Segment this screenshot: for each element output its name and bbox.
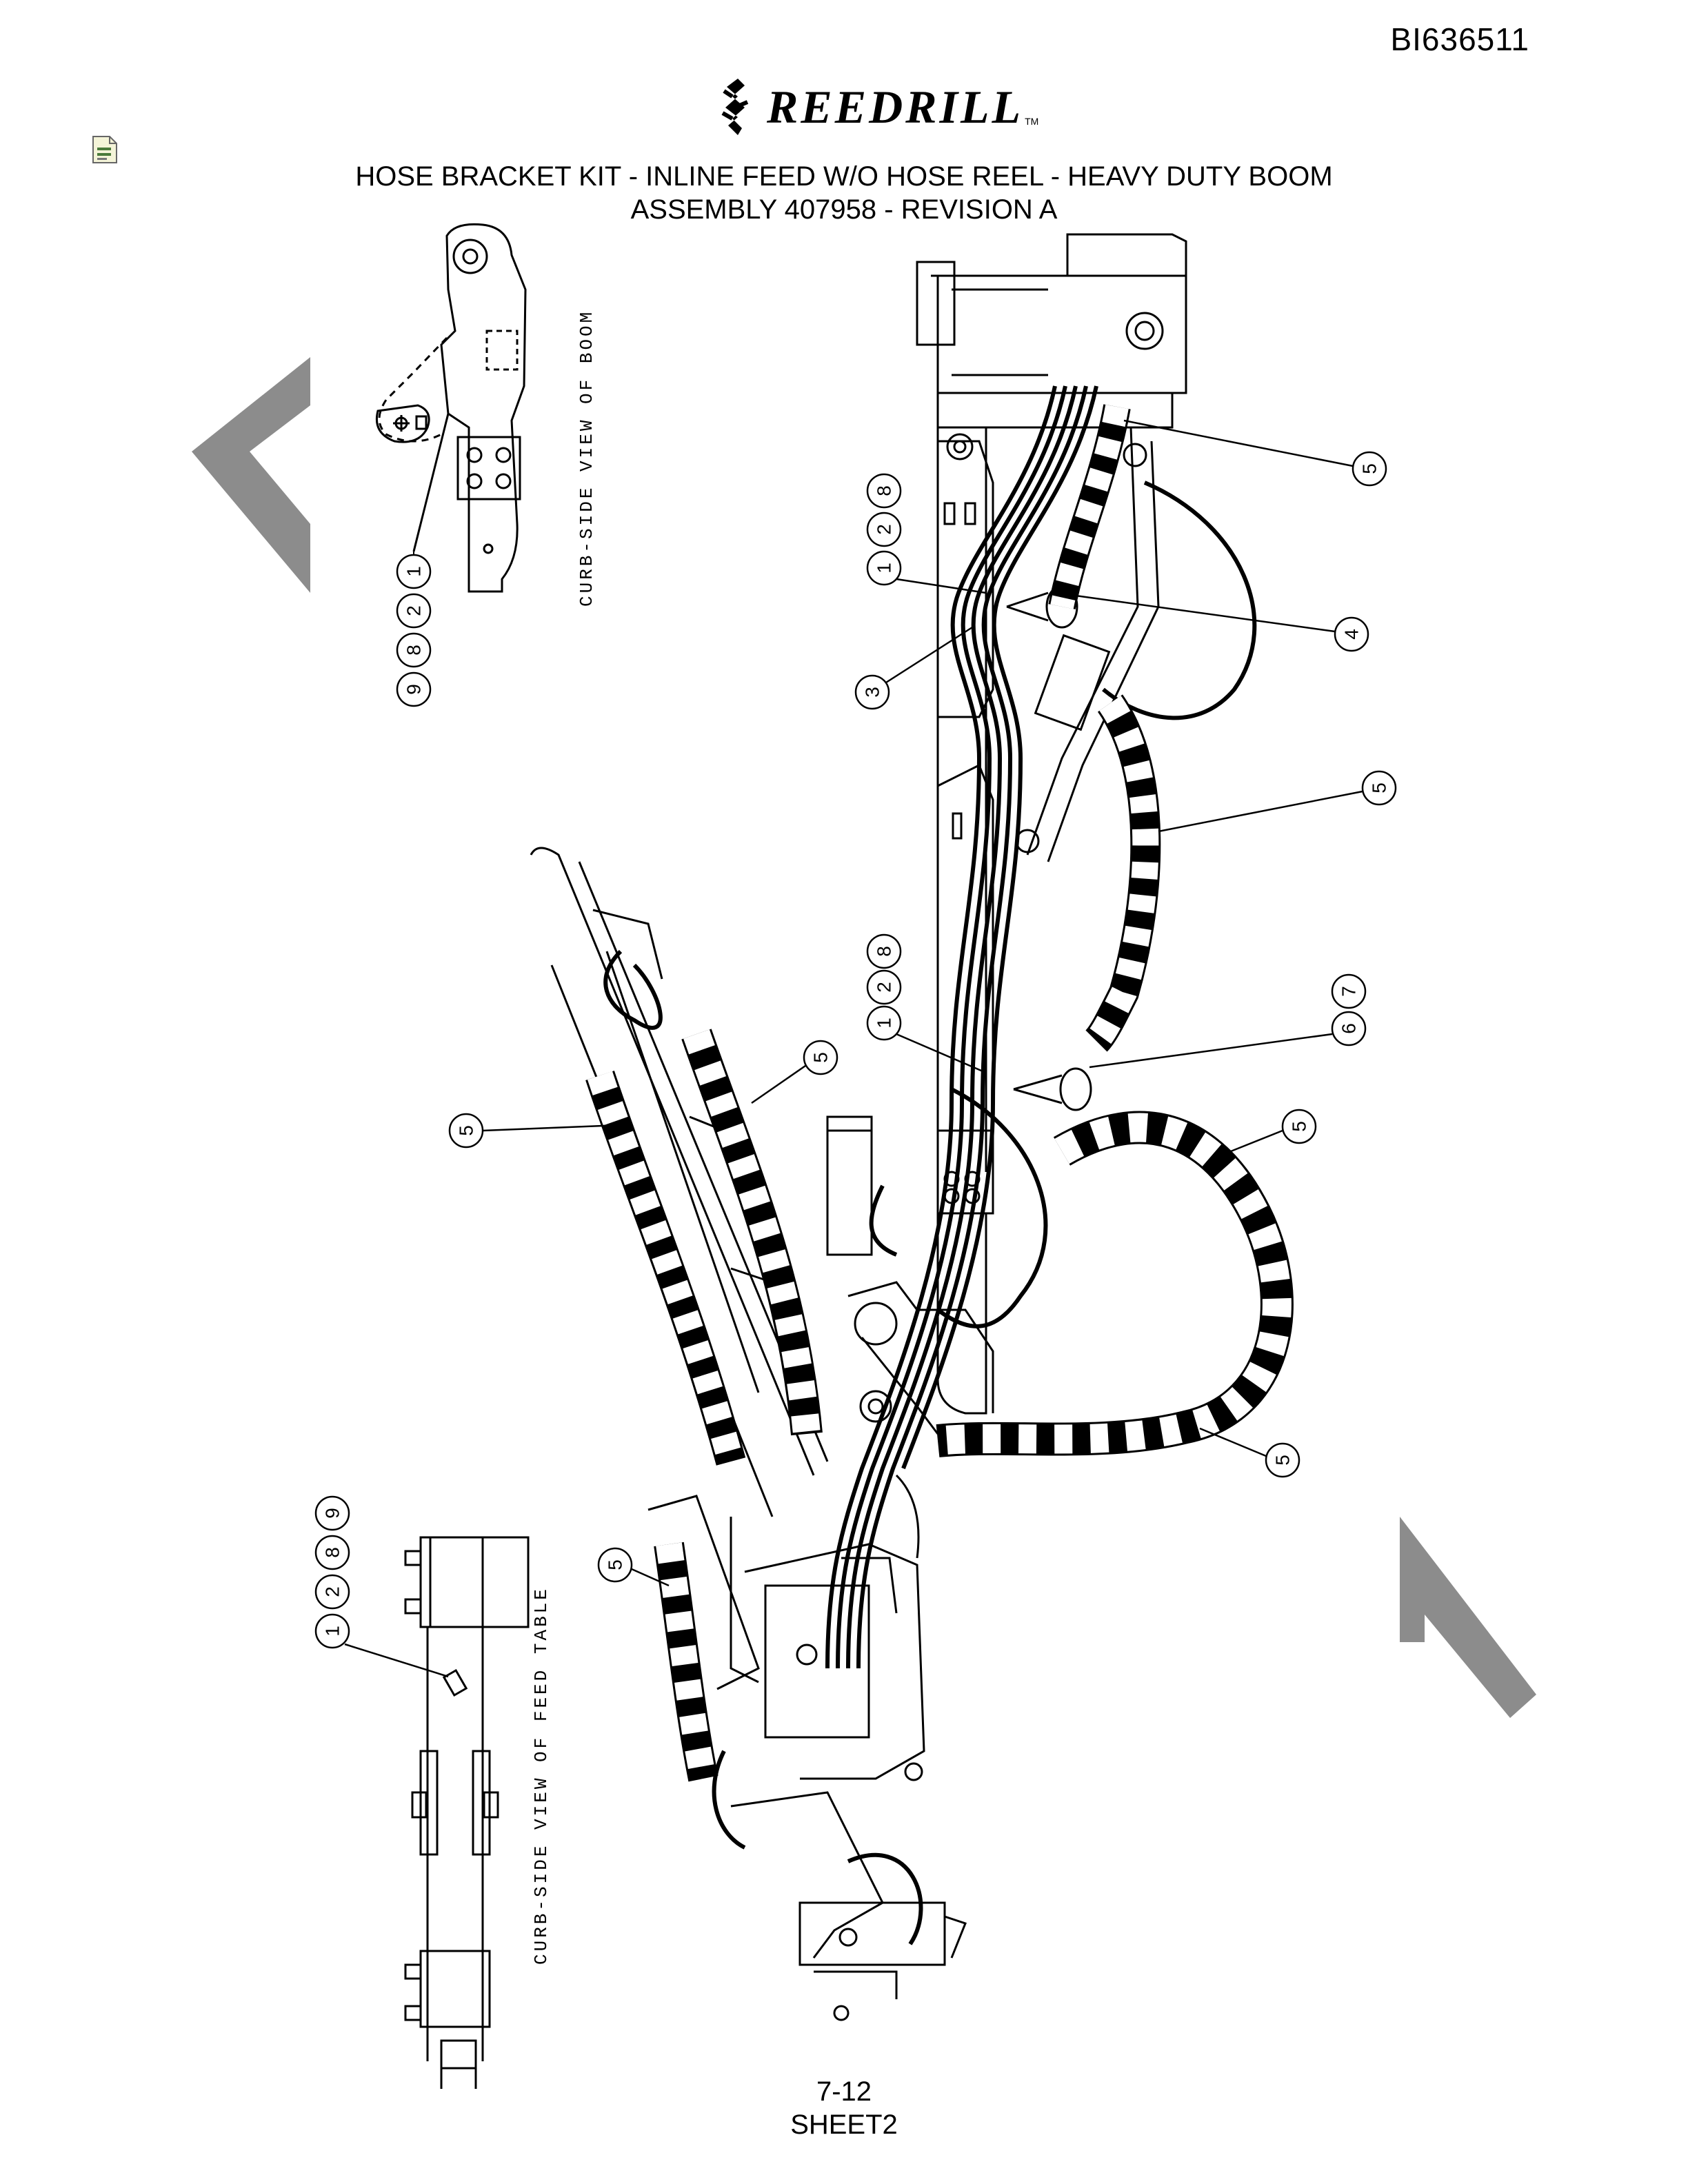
brand-trademark: TM [1025, 116, 1039, 127]
hydraulic-hoses [603, 385, 1257, 1945]
callout-8: 8 [396, 632, 432, 668]
title-line-1: HOSE BRACKET KIT - INLINE FEED W/O HOSE … [355, 161, 1333, 192]
svg-text:2: 2 [322, 1586, 343, 1597]
callout-9: 9 [314, 1495, 350, 1531]
callout-5: 5 [803, 1040, 838, 1075]
next-page-arrow[interactable] [1400, 1517, 1536, 1718]
svg-text:3: 3 [862, 687, 883, 698]
document-id: BI636511 [1390, 21, 1529, 57]
svg-text:8: 8 [874, 946, 895, 957]
hose-guards [585, 404, 1294, 1782]
svg-text:8: 8 [403, 645, 425, 656]
feed-table-view-label: CURB-SIDE VIEW OF FEED TABLE [531, 1586, 552, 1965]
svg-text:1: 1 [322, 1626, 343, 1637]
callout-group-feed-table-view: 9 8 2 1 [314, 1495, 350, 1649]
svg-text:7: 7 [1338, 986, 1360, 997]
svg-text:8: 8 [874, 485, 895, 496]
drill-bit-icon [721, 79, 749, 135]
brand-name: REEDRILL [767, 80, 1024, 133]
callout-2: 2 [866, 969, 902, 1005]
callout-2: 2 [314, 1574, 350, 1610]
svg-text:6: 6 [1338, 1023, 1360, 1034]
svg-text:1: 1 [874, 563, 895, 574]
svg-text:9: 9 [322, 1508, 343, 1519]
svg-text:2: 2 [403, 605, 425, 616]
hose-clamps [1006, 585, 1092, 1111]
callout-7: 7 [1331, 973, 1367, 1009]
callout-9: 9 [396, 671, 432, 707]
svg-text:4: 4 [1341, 629, 1363, 640]
svg-text:2: 2 [874, 524, 895, 535]
callout-5: 5 [597, 1547, 633, 1583]
callout-1: 1 [866, 1005, 902, 1041]
svg-text:1: 1 [403, 566, 425, 577]
callout-8: 8 [866, 473, 902, 509]
svg-text:5: 5 [810, 1052, 832, 1063]
sheet-number: SHEET2 [790, 2110, 898, 2140]
brand-logo: REEDRILL TM [717, 76, 1038, 138]
boom-detail-view [376, 223, 527, 593]
callout-group-boom-view: 9 8 2 1 [396, 552, 432, 707]
svg-text:8: 8 [322, 1547, 343, 1558]
drawing-title: HOSE BRACKET KIT - INLINE FEED W/O HOSE … [0, 160, 1688, 226]
svg-text:1: 1 [874, 1018, 895, 1029]
svg-text:9: 9 [403, 684, 425, 695]
callout-5: 5 [1281, 1109, 1317, 1144]
document-icon[interactable] [92, 135, 118, 164]
page-number: 7-12 [816, 2076, 872, 2107]
callout-5: 5 [1361, 770, 1397, 806]
callout-5: 5 [448, 1113, 484, 1149]
title-line-2: ASSEMBLY 407958 - REVISION A [630, 194, 1058, 225]
svg-text:5: 5 [1272, 1455, 1294, 1466]
svg-text:5: 5 [1289, 1121, 1310, 1132]
page-footer: 7-12 SHEET2 [0, 2075, 1688, 2141]
svg-text:2: 2 [874, 982, 895, 993]
callout-2: 2 [396, 593, 432, 629]
feed-table-detail-view [344, 1536, 530, 2089]
callout-1: 1 [866, 550, 902, 586]
callout-group-main: 8 2 1 3 5 4 5 8 2 1 7 6 5 5 5 5 5 [448, 419, 1397, 1587]
callout-5: 5 [1265, 1442, 1300, 1478]
callout-8: 8 [314, 1535, 350, 1570]
callout-4: 4 [1334, 616, 1369, 652]
boom-view-label: CURB-SIDE VIEW OF BOOM [576, 310, 597, 607]
callout-8: 8 [866, 933, 902, 969]
callout-2: 2 [866, 512, 902, 547]
svg-text:5: 5 [1359, 463, 1380, 474]
svg-text:5: 5 [605, 1559, 626, 1570]
callout-1: 1 [396, 554, 432, 589]
svg-text:5: 5 [1369, 782, 1390, 793]
callout-5: 5 [1352, 451, 1387, 487]
callout-1: 1 [314, 1613, 350, 1649]
svg-text:5: 5 [456, 1125, 477, 1136]
callout-3: 3 [854, 674, 890, 710]
callout-6: 6 [1331, 1011, 1367, 1046]
previous-page-arrow[interactable] [192, 357, 310, 593]
feed-boom [530, 847, 967, 2021]
